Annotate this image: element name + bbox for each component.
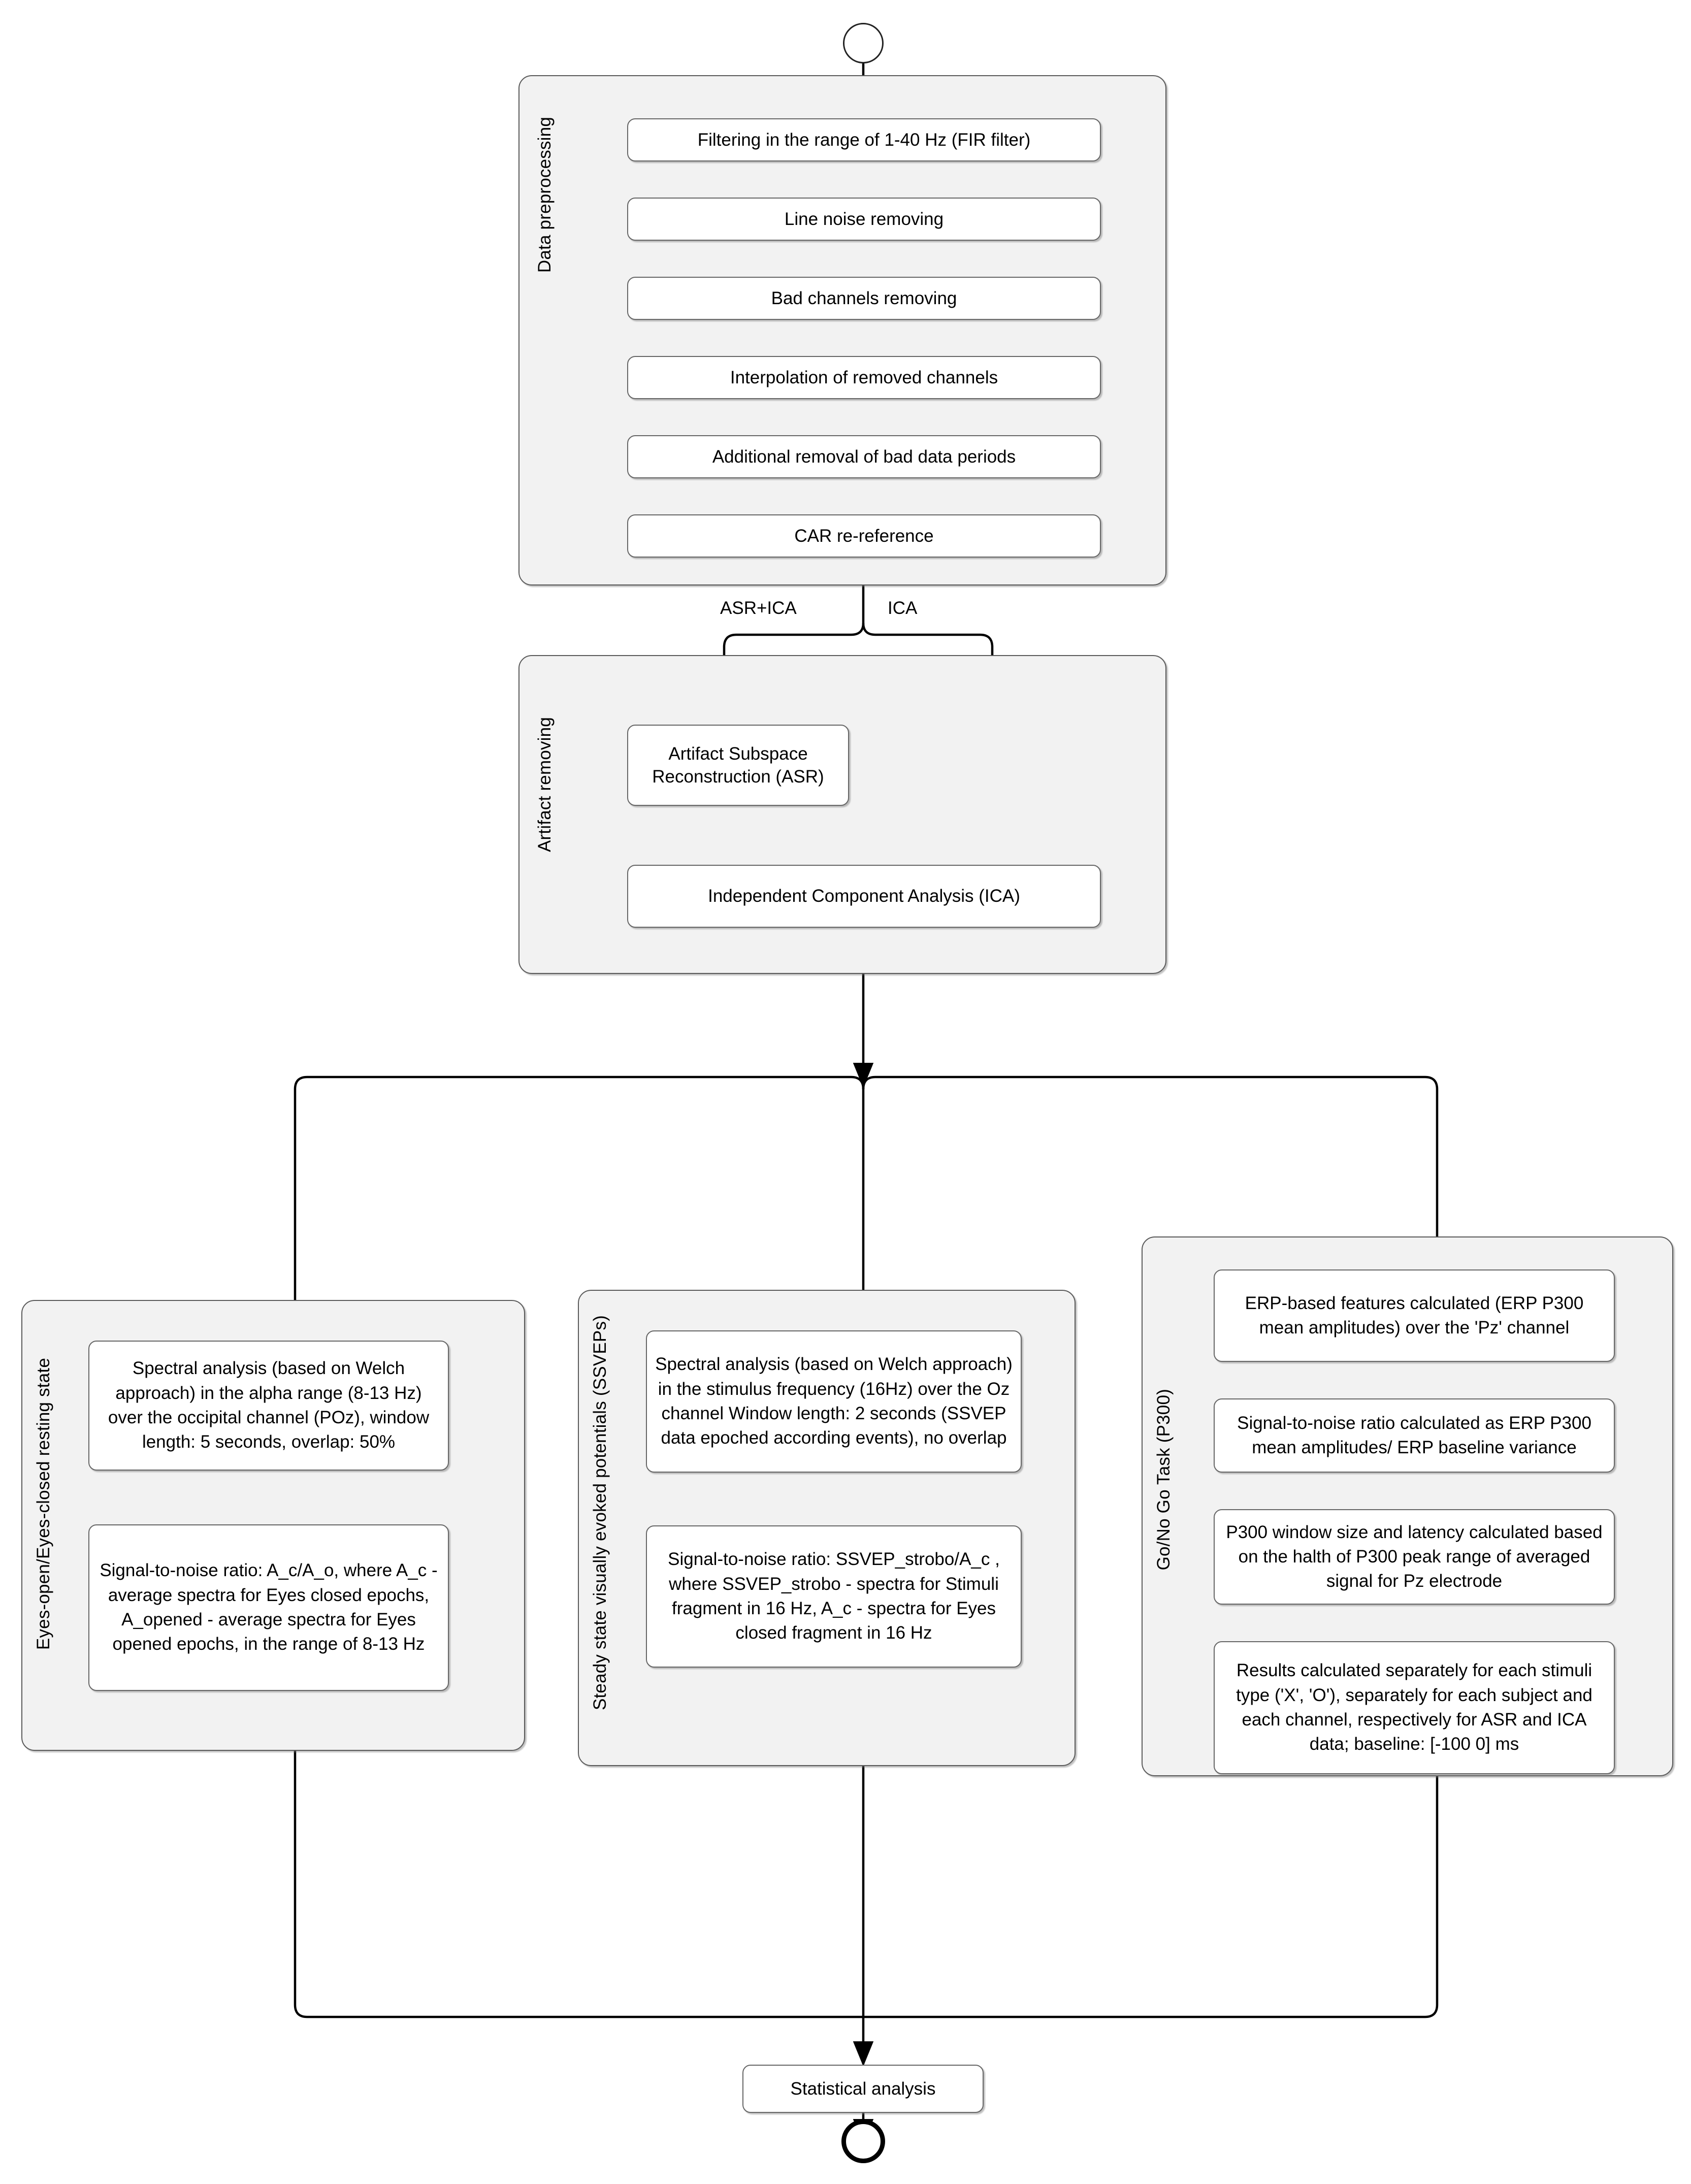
end-circle <box>841 2120 885 2163</box>
edge-fanout-right <box>862 1075 1439 1236</box>
edge-label-asr-plus-ica: ASR+ICA <box>720 598 797 618</box>
node-ssvep-snr[interactable]: Signal-to-noise ratio: SSVEP_strobo/A_c … <box>646 1525 1022 1668</box>
group-label-data-preprocessing: Data preprocessing <box>535 117 555 273</box>
node-results-calculated[interactable]: Results calculated separately for each s… <box>1214 1641 1615 1774</box>
node-resting-state-snr[interactable]: Signal-to-noise ratio: A_c/A_o, where A_… <box>88 1524 449 1691</box>
node-interpolation[interactable]: Interpolation of removed channels <box>627 356 1101 399</box>
node-statistical-analysis[interactable]: Statistical analysis <box>742 2065 984 2113</box>
edge-merge-left <box>294 1690 863 2018</box>
node-artifact-subspace-reconstruction[interactable]: Artifact Subspace Reconstruction (ASR) <box>627 725 849 806</box>
group-label-ssvep: Steady state visually evoked potentials … <box>590 1315 610 1711</box>
node-car-re-reference[interactable]: CAR re-reference <box>627 514 1101 558</box>
node-resting-state-spectral-analysis[interactable]: Spectral analysis (based on Welch approa… <box>88 1341 449 1471</box>
node-bad-channels-removing[interactable]: Bad channels removing <box>627 277 1101 320</box>
node-erp-snr[interactable]: Signal-to-noise ratio calculated as ERP … <box>1214 1398 1615 1473</box>
node-erp-features[interactable]: ERP-based features calculated (ERP P300 … <box>1214 1269 1615 1362</box>
node-line-noise-removing[interactable]: Line noise removing <box>627 198 1101 241</box>
edge-split-right <box>862 623 994 647</box>
edge-label-ica: ICA <box>888 598 918 618</box>
node-ssvep-spectral-analysis[interactable]: Spectral analysis (based on Welch approa… <box>646 1330 1022 1473</box>
group-label-go-no-go-task: Go/No Go Task (P300) <box>1154 1389 1174 1571</box>
start-circle <box>843 23 884 63</box>
edge-fanout-left <box>294 1075 865 1300</box>
node-bad-data-periods[interactable]: Additional removal of bad data periods <box>627 435 1101 478</box>
node-filtering[interactable]: Filtering in the range of 1-40 Hz (FIR f… <box>627 118 1101 161</box>
edge-merge-right <box>863 1775 1439 2018</box>
node-independent-component-analysis[interactable]: Independent Component Analysis (ICA) <box>627 865 1101 928</box>
group-label-resting-state: Eyes-open/Eyes-closed resting state <box>34 1358 53 1650</box>
node-p300-window-latency[interactable]: P300 window size and latency calculated … <box>1214 1509 1615 1605</box>
edge-split-left <box>723 623 865 647</box>
connector-group-split <box>723 584 994 647</box>
group-label-artifact-removing: Artifact removing <box>535 717 555 852</box>
